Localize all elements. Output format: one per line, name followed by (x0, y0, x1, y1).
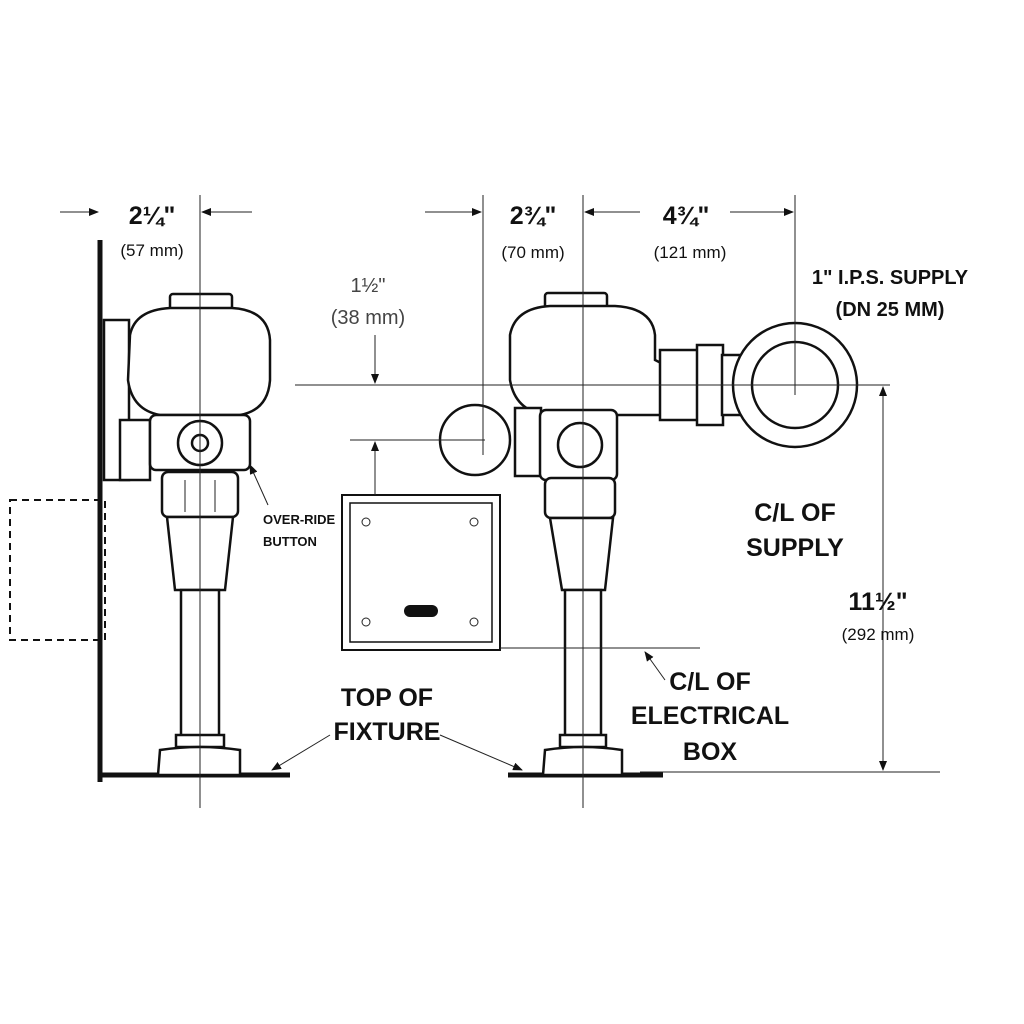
cl-supply-label-2: SUPPLY (746, 534, 844, 562)
stop-nut (513, 406, 543, 478)
spud-flange (156, 745, 242, 777)
dim-handle-drop-metric: (38 mm) (331, 307, 405, 329)
dim-supply-height-metric: (292 mm) (842, 625, 915, 644)
cl-box-label-2: ELECTRICAL (631, 702, 789, 730)
dim-handle-offset: 2¾" (510, 202, 557, 230)
supply-size-metric: (DN 25 MM) (836, 299, 945, 321)
dim-handle-drop: 1½" (351, 275, 386, 297)
side-view (9, 240, 290, 782)
electrical-box (341, 494, 501, 651)
dim-supply-offset: 4¾" (663, 202, 710, 230)
override-label-1: OVER-RIDE (263, 512, 336, 527)
tailpiece-nut (543, 476, 617, 520)
supply-size-label: 1" I.P.S. SUPPLY (812, 267, 969, 289)
valve-dome (508, 304, 667, 417)
sensor-window (404, 605, 438, 617)
cl-box-label-1: C/L OF (669, 668, 750, 696)
dim-side-width: 2¼" (129, 202, 176, 230)
fixture-label-2: FIXTURE (334, 718, 441, 746)
dimension-lines (60, 195, 940, 808)
electrical-box-hidden (9, 499, 106, 641)
dim-handle-offset-metric: (70 mm) (501, 243, 564, 262)
wall-flange (102, 318, 131, 482)
override-button-front[interactable] (556, 421, 604, 469)
tailpiece (548, 516, 615, 592)
dim-supply-offset-metric: (121 mm) (654, 243, 727, 262)
valve-dome (126, 306, 272, 417)
dim-side-width-metric: (57 mm) (120, 241, 183, 260)
dim-supply-height: 11½" (848, 588, 907, 616)
stop-handle (118, 418, 152, 482)
cl-supply-label-1: C/L OF (754, 499, 835, 527)
fixture-label-1: TOP OF (341, 684, 433, 712)
override-label-2: BUTTON (263, 534, 317, 549)
cl-box-label-3: BOX (683, 738, 738, 766)
